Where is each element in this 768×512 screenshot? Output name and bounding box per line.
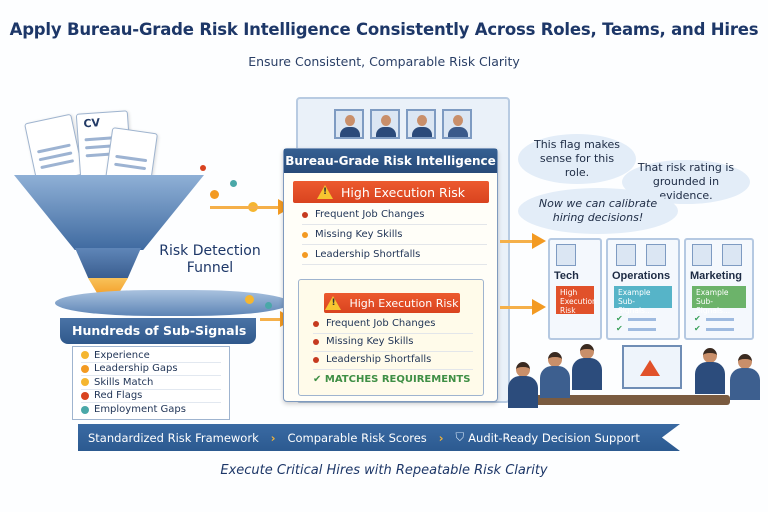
bullet-icon <box>302 231 308 238</box>
inner-risk-card: High Execution Risk Frequent Job Changes… <box>298 279 484 396</box>
risk-banner: High Execution Risk <box>324 293 460 313</box>
bullet-icon <box>313 320 319 327</box>
bullet-icon <box>302 251 308 258</box>
chevron-right-icon: › <box>438 430 444 445</box>
speech-bubble: Now we can calibrate hiring decisions! <box>518 188 678 234</box>
candidate-portrait <box>616 244 636 266</box>
role-tag: Example Sub-Signals... <box>692 286 746 315</box>
candidate-portrait <box>334 109 364 139</box>
role-tag: High Execution Risk <box>556 286 597 315</box>
funnel-spout-icon <box>75 248 141 278</box>
candidate-portrait <box>406 109 436 139</box>
meeting-table <box>530 395 730 405</box>
flow-arrow <box>210 206 280 209</box>
role-tag: Example Sub-Signals... <box>614 286 672 315</box>
signal-dot <box>210 190 219 199</box>
sub-signal-bowl-icon <box>55 290 290 316</box>
candidate-portrait <box>646 244 666 266</box>
bullet-icon <box>81 378 89 387</box>
check-icon: ✔ <box>616 324 623 333</box>
process-banner: Standardized Risk Framework › Comparable… <box>78 424 680 451</box>
bullet-icon <box>81 405 89 414</box>
check-icon: ✔ <box>616 314 623 323</box>
candidate-portrait <box>370 109 400 139</box>
sub-signals-list: Experience Leadership Gaps Skills Match … <box>72 346 230 420</box>
risk-item: Leadership Shortfalls <box>313 350 473 370</box>
signal-dot <box>245 295 254 304</box>
check-circle-icon: ✔ <box>313 374 325 385</box>
bullet-icon <box>81 351 89 360</box>
banner-step: Comparable Risk Scores <box>287 430 427 445</box>
bullet-icon <box>302 211 308 218</box>
candidate-portrait <box>722 244 742 266</box>
footer-tagline: Execute Critical Hires with Repeatable R… <box>220 463 548 478</box>
risk-item: Frequent Job Changes <box>302 205 487 225</box>
check-icon: ✔ <box>694 324 701 333</box>
arrowhead-icon <box>532 233 546 249</box>
signal-dot <box>230 180 237 187</box>
role-card-operations: Operations Example Sub-Signals... ✔ ✔ <box>606 238 680 340</box>
bullet-icon <box>313 338 319 345</box>
arrowhead-icon <box>532 299 546 315</box>
warning-icon <box>317 185 334 199</box>
page-subtitle: Ensure Consistent, Comparable Risk Clari… <box>248 54 520 69</box>
team-meeting-illustration <box>500 340 768 420</box>
risk-item: Missing Key Skills <box>302 225 487 245</box>
signal-dot <box>265 302 272 309</box>
role-card-marketing: Marketing Example Sub-Signals... ✔ ✔ <box>684 238 754 340</box>
resume-document-icon <box>24 113 84 185</box>
risk-funnel-illustration: CV <box>0 90 300 316</box>
bullet-icon <box>81 391 89 400</box>
candidate-portrait <box>442 109 472 139</box>
card-title: Bureau-Grade Risk Intelligence <box>284 149 497 173</box>
signal-item: Red Flags <box>81 390 221 403</box>
signal-item: Leadership Gaps <box>81 363 221 376</box>
signal-item: Employment Gaps <box>81 403 221 417</box>
bullet-icon <box>81 364 89 373</box>
funnel-label: Risk Detection Funnel <box>159 243 261 276</box>
role-card-tech: Tech High Execution Risk <box>548 238 602 340</box>
flow-arrow <box>500 306 536 309</box>
banner-step: Audit-Ready Decision Support <box>468 430 640 445</box>
flow-arrow <box>260 318 282 321</box>
warning-icon <box>325 296 342 310</box>
check-icon: ✔ <box>694 314 701 323</box>
flow-arrow <box>500 240 536 243</box>
risk-intelligence-card: Bureau-Grade Risk Intelligence High Exec… <box>283 148 498 402</box>
bullet-icon <box>313 356 319 363</box>
risk-item: Missing Key Skills <box>313 332 473 352</box>
funnel-top-icon <box>14 175 204 250</box>
candidate-portrait <box>556 244 576 266</box>
chevron-right-icon: › <box>270 430 276 445</box>
signal-item: Skills Match <box>81 376 221 390</box>
signal-item: Experience <box>81 349 221 363</box>
matches-requirements-status: ✔ MATCHES REQUIREMENTS <box>313 374 471 385</box>
page-title: Apply Bureau-Grade Risk Intelligence Con… <box>9 20 759 39</box>
speech-bubble: This flag makes sense for this role. <box>518 134 636 184</box>
shield-icon: ⛉ <box>455 430 465 444</box>
risk-item: Leadership Shortfalls <box>302 245 487 265</box>
risk-item: Frequent Job Changes <box>313 314 473 334</box>
banner-step: Standardized Risk Framework <box>88 430 259 445</box>
risk-banner: High Execution Risk <box>293 181 489 203</box>
warning-icon <box>640 360 660 376</box>
candidate-portrait <box>692 244 712 266</box>
signal-dot <box>200 165 206 171</box>
sub-signals-title: Hundreds of Sub-Signals <box>60 318 256 344</box>
